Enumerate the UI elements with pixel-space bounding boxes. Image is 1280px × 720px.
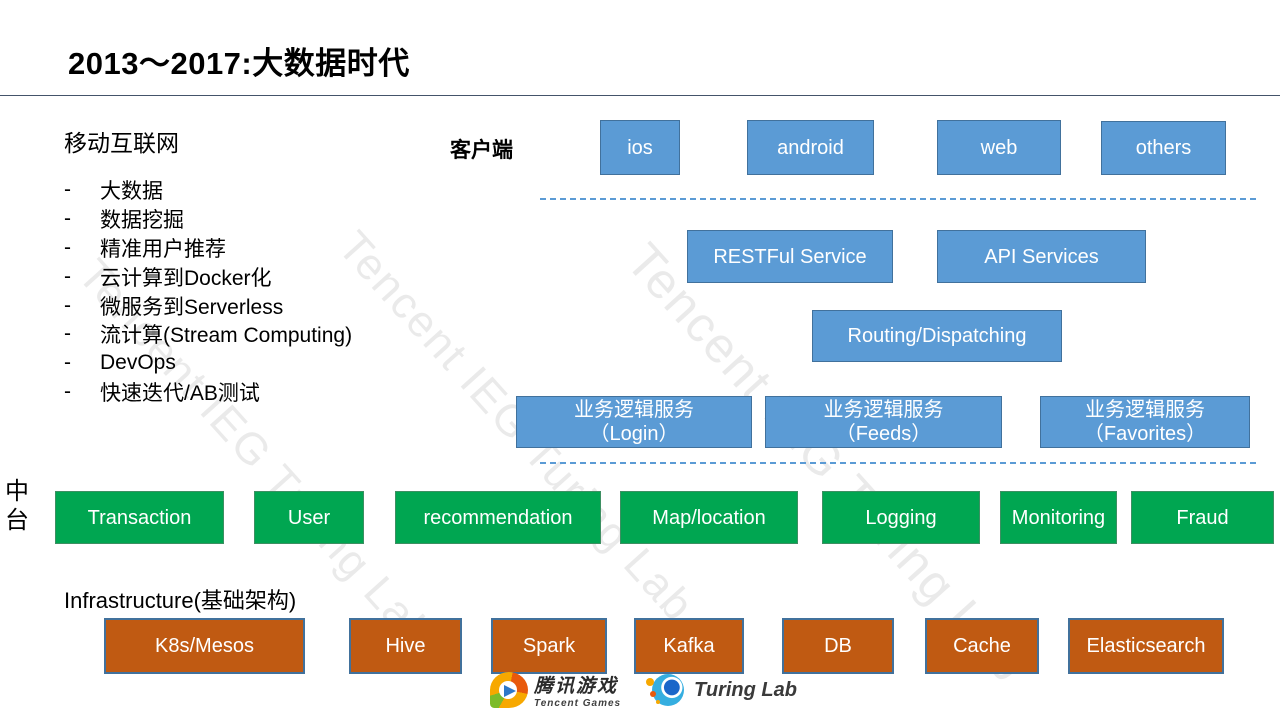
node-recommendation: recommendation: [395, 491, 601, 544]
node-monitoring: Monitoring: [1000, 491, 1117, 544]
turing-lab-logo: Turing Lab: [646, 674, 797, 706]
bullet-text: 微服务到Serverless: [100, 295, 284, 319]
node-transaction: Transaction: [55, 491, 224, 544]
bullet-text: 精准用户推荐: [100, 238, 226, 261]
bullet-text: 流计算(Stream Computing): [100, 324, 353, 348]
node-web: web: [937, 120, 1061, 175]
bullet-item: 微服务到Serverless: [64, 291, 352, 320]
bullet-text: 大数据: [100, 180, 163, 204]
bullet-text: 快速迭代/AB测试: [100, 381, 260, 405]
node-map-location: Map/location: [620, 491, 798, 544]
logic-box-subtitle: （Favorites）: [1083, 423, 1207, 445]
node-db: DB: [782, 618, 894, 674]
node-restful-service: RESTFul Service: [687, 230, 893, 283]
bullet-text: DevOps: [100, 351, 176, 375]
node-logic-login: 业务逻辑服务 （Login）: [516, 396, 752, 448]
bullet-item: 快速迭代/AB测试: [64, 378, 352, 407]
node-elasticsearch: Elasticsearch: [1068, 618, 1224, 674]
logic-box-subtitle: （Login）: [589, 423, 679, 445]
node-user: User: [254, 491, 364, 544]
node-cache: Cache: [925, 618, 1039, 674]
node-hive: Hive: [349, 618, 462, 674]
node-routing-dispatching: Routing/Dispatching: [812, 310, 1062, 362]
node-logic-feeds: 业务逻辑服务 （Feeds）: [765, 396, 1002, 448]
tencent-games-en-label: Tencent Games: [534, 698, 622, 709]
bullet-item: 数据挖掘: [64, 205, 352, 234]
bullet-item: 流计算(Stream Computing): [64, 320, 352, 349]
left-panel-bullet-list: 大数据 数据挖掘 精准用户推荐 云计算到Docker化 微服务到Serverle…: [64, 176, 352, 406]
tencent-games-cn-label: 腾讯游戏: [534, 676, 619, 697]
node-others: others: [1101, 121, 1226, 175]
node-logic-favorites: 业务逻辑服务 （Favorites）: [1040, 396, 1250, 448]
middle-tier-label: 中台: [5, 478, 29, 534]
logic-box-title: 业务逻辑服务: [823, 399, 944, 421]
bullet-item: 云计算到Docker化: [64, 262, 352, 291]
client-tier-label: 客户端: [450, 139, 513, 162]
bullet-item: 大数据: [64, 176, 352, 205]
bullet-item: 精准用户推荐: [64, 234, 352, 263]
node-k8s-mesos: K8s/Mesos: [104, 618, 305, 674]
logic-box-title: 业务逻辑服务: [574, 399, 694, 421]
node-fraud: Fraud: [1131, 491, 1274, 544]
title-divider: [0, 95, 1280, 96]
node-kafka: Kafka: [634, 618, 744, 674]
node-api-services: API Services: [937, 230, 1146, 283]
node-ios: ios: [600, 120, 680, 175]
turing-lab-label: Turing Lab: [694, 678, 797, 701]
bullet-text: 云计算到Docker化: [100, 266, 272, 290]
left-panel-heading: 移动互联网: [64, 130, 179, 156]
tencent-games-icon: [490, 672, 528, 708]
tier-separator-line: [540, 198, 1256, 200]
bullet-text: 数据挖掘: [100, 209, 184, 233]
bullet-item: DevOps: [64, 349, 352, 378]
node-spark: Spark: [491, 618, 607, 674]
turing-lab-icon: [646, 674, 684, 706]
logic-box-title: 业务逻辑服务: [1085, 399, 1205, 421]
logic-box-subtitle: （Feeds）: [835, 423, 932, 445]
infrastructure-label: Infrastructure(基础架构): [64, 588, 297, 613]
node-logging: Logging: [822, 491, 980, 544]
tier-separator-line: [540, 462, 1256, 464]
tencent-games-logo: 腾讯游戏 Tencent Games: [490, 671, 621, 709]
node-android: android: [747, 120, 874, 175]
page-title: 2013～2017:大数据时代: [68, 46, 410, 81]
